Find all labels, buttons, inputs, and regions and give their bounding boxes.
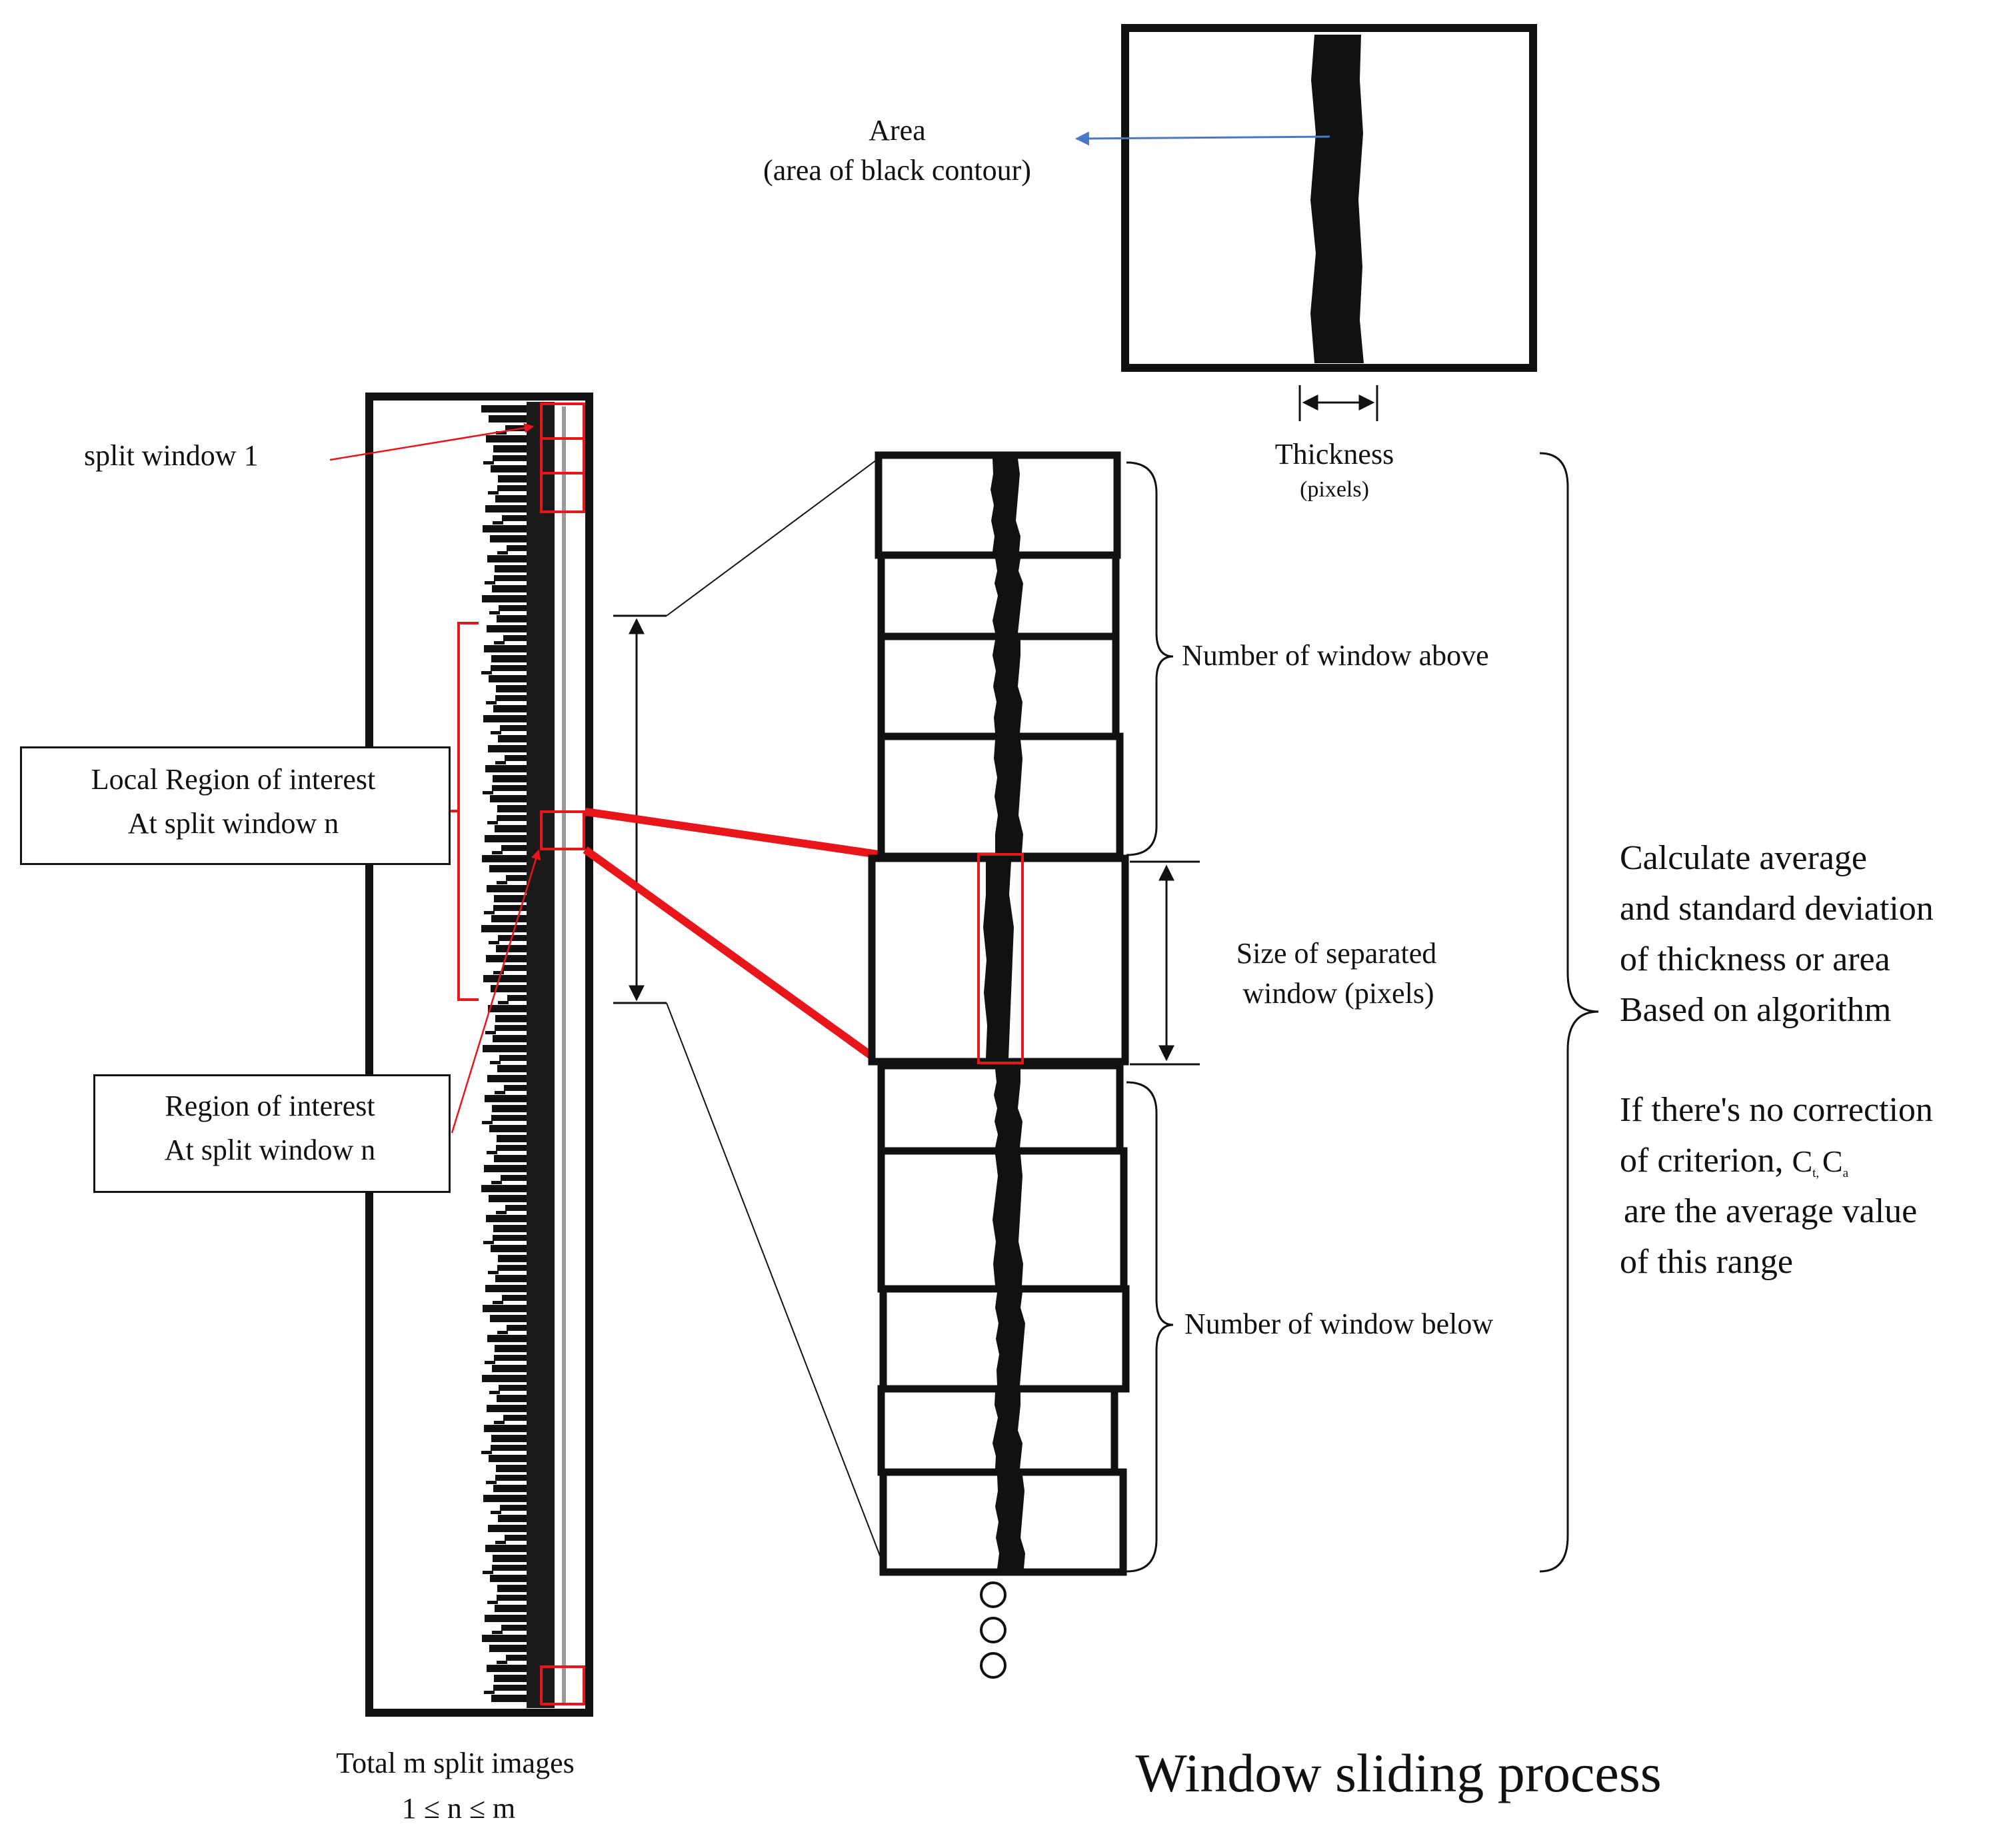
stack-window-3 [877,632,1120,740]
zoom-highlight-bottom [583,846,881,1064]
stack-window-2 [877,551,1120,640]
black-contour-strip [1310,35,1364,363]
stack-window-6 [877,1062,1124,1155]
thickness-dimension [1298,385,1378,421]
big-brace [1539,452,1599,1573]
ellipsis-circles [980,1581,1006,1679]
total-images-line-2: 1 ≤ n ≤ m [401,1792,516,1825]
total-images-line-1: Total m split images [336,1747,575,1779]
local-roi-line-1: Local Region of interest [91,763,376,796]
local-roi-box [20,746,451,865]
current-roi-marker [977,853,1024,1064]
criterion-line-3: are the average value [1624,1192,1918,1230]
zoom-guide-top [666,458,879,616]
window-size-line-2: window (pixels) [1242,977,1434,1010]
stack-window-10 [879,1468,1127,1576]
calc-line-1: Calculate average [1620,839,1867,877]
thickness-unit: (pixels) [1300,477,1369,502]
calc-line-3: of thickness or area [1620,940,1890,978]
zoom-guide-bottom [666,1002,887,1573]
window-stack [868,451,1130,1576]
area-description: (area of black contour) [763,154,1031,187]
stack-window-5 [868,854,1129,1066]
stack-window-7 [877,1147,1128,1293]
window-size-line-1: Size of separated [1236,937,1437,970]
windows-above-label: Number of window above [1182,639,1489,672]
brace-above [1126,461,1174,856]
stack-window-1 [875,451,1121,559]
roi-line-2: At split window n [164,1134,376,1166]
criterion-text: of criterion, [1620,1142,1784,1180]
brace-below [1126,1081,1174,1573]
split-window-markers [540,403,585,1705]
split-window-label: split window 1 [84,439,259,472]
thickness-label: Thickness [1274,438,1394,470]
roi-line-1: Region of interest [165,1090,375,1122]
roi-box [93,1074,451,1193]
area-label: Area [869,114,926,147]
area-arrow [1074,131,1330,146]
figure-title: Window sliding process [1135,1743,1662,1803]
criterion-line-4: of this range [1620,1243,1793,1281]
calc-line-2: and standard deviation [1620,890,1934,928]
criterion-symbol-ct: Ct, Ca [1792,1144,1849,1180]
criterion-line-1: If there's no correction [1620,1091,1933,1129]
windows-below-label: Number of window below [1184,1308,1494,1340]
calc-line-4: Based on algorithm [1620,991,1892,1029]
zoom-highlight-top [585,808,879,858]
split-window-pointer [329,423,535,461]
stack-window-8 [879,1285,1130,1393]
stack-window-4 [877,732,1124,860]
area-detail-window [1121,24,1537,372]
local-roi-bracket [441,622,479,1001]
local-roi-line-2: At split window n [127,807,339,840]
stack-window-9 [877,1385,1118,1476]
roi-pointer [451,849,541,1134]
split-image-strip [365,393,593,1717]
criterion-line-2: of criterion, Ct, Ca [1620,1144,1848,1180]
